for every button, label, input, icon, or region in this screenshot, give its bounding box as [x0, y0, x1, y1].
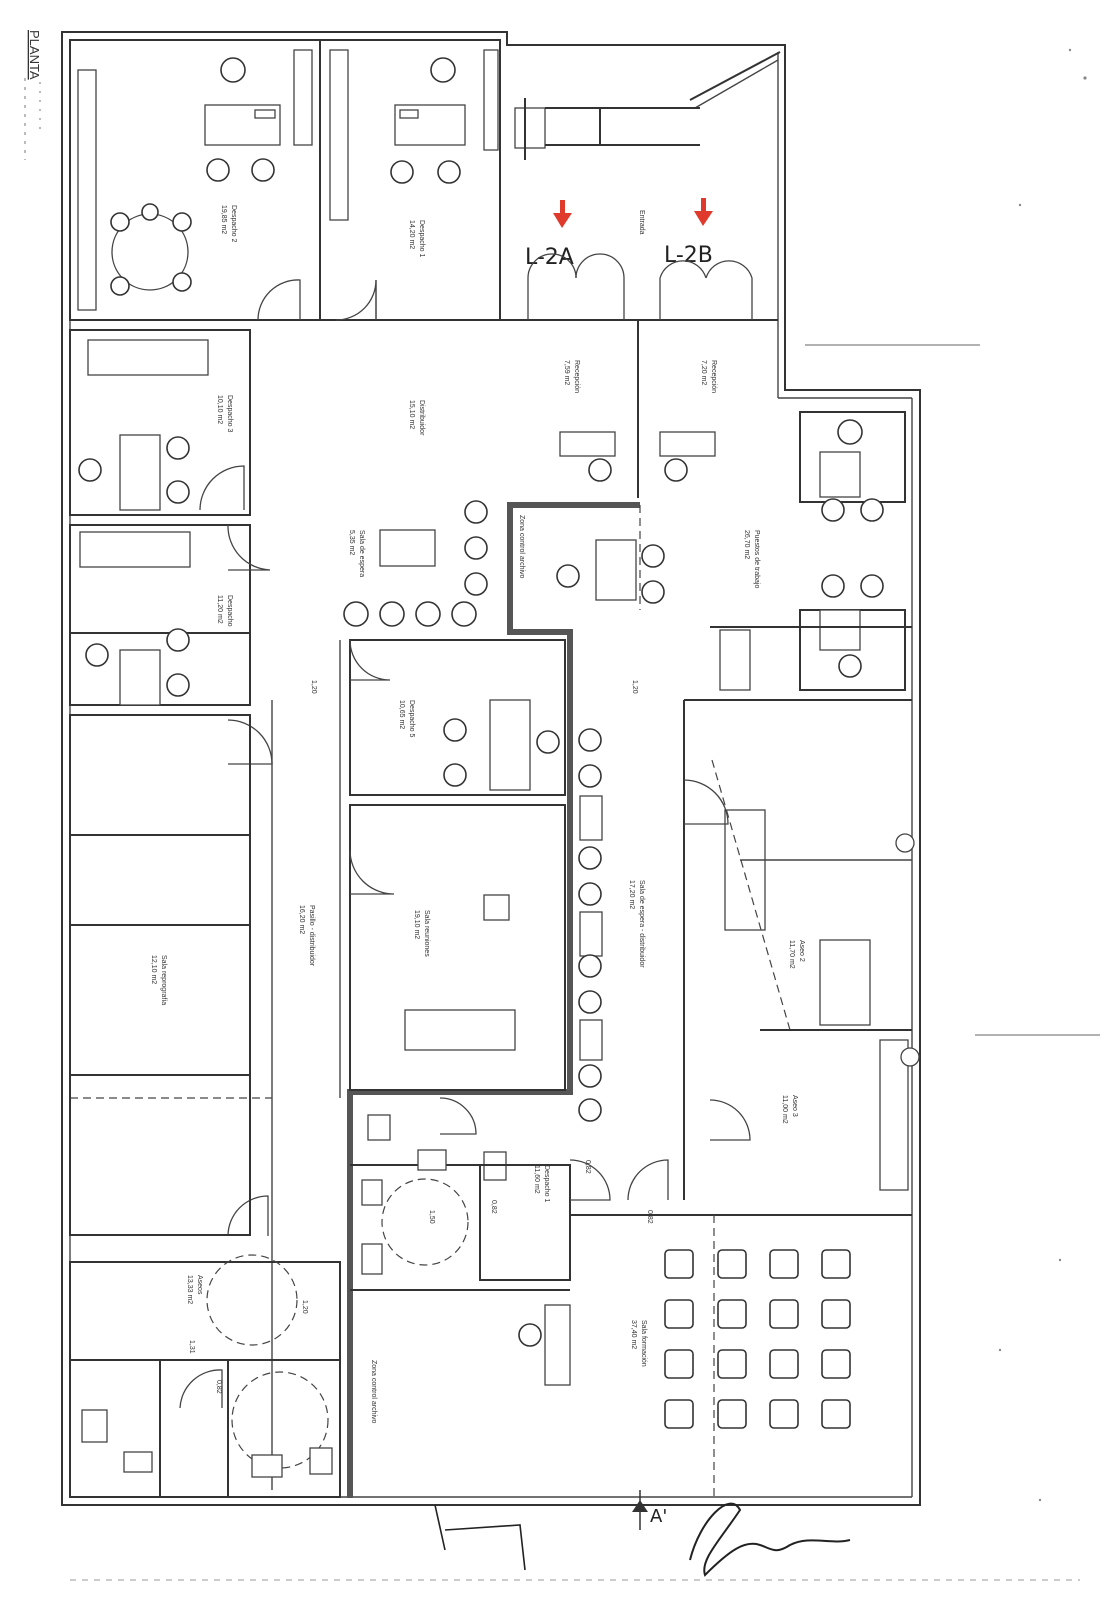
plan-title: PLANTA: [27, 30, 42, 80]
office-despacho-11: [69, 524, 271, 706]
meeting-room: [349, 804, 566, 1091]
marker-l2b: L-2B: [664, 198, 713, 268]
room-label-despacho-5: Despacho 5: [408, 700, 415, 737]
waiting-area-chairs: [343, 500, 488, 627]
room-label-aseo-2: Aseo 2: [798, 940, 805, 962]
marker-l2a: L-2A: [525, 200, 574, 270]
dim-label: 1,31: [188, 1340, 195, 1354]
dim-label: 1,20: [631, 680, 638, 694]
archive-control-bottom: [350, 1289, 571, 1386]
signature: [434, 1502, 851, 1577]
room-area-despacho-3: 10,10 m2: [216, 395, 223, 424]
entrance: [514, 98, 700, 160]
marker-l2a-label: L-2A: [525, 245, 574, 270]
title-margin-ticks: [24, 78, 41, 160]
room-area-reuniones: 19,10 m2: [413, 910, 420, 939]
room-label-formacion: Sala formación: [640, 1320, 647, 1367]
room-area-aseo-3: 11,00 m2: [781, 1095, 788, 1124]
room-area-aseo-2: 11,70 m2: [788, 940, 795, 969]
dim-label: 1,20: [310, 680, 317, 694]
room-label-despacho-1: Despacho 1: [418, 220, 425, 257]
room-label-despacho: Despacho: [226, 595, 233, 627]
room-label-espera-dist: Sala de espera - distribuidor: [638, 880, 645, 968]
reception-doors: [500, 253, 778, 498]
room-label-reprografia: Sala reprografía: [160, 955, 167, 1005]
waiting-distributor-chairs: [578, 728, 603, 1122]
room-area-puestos: 26,70 m2: [743, 530, 750, 559]
scan-artifacts: [70, 48, 1100, 1581]
room-label-recepcion-b: Recepción: [710, 360, 717, 393]
office-despacho-3: [69, 329, 251, 516]
room-area-recepcion-a: 7,59 m2: [563, 360, 570, 385]
dim-label: 0,82: [490, 1200, 497, 1214]
room-label-despacho-small: Despacho 1: [543, 1165, 550, 1202]
office-despacho-1: [319, 39, 501, 321]
doors-top-offices: [257, 279, 377, 321]
corridor: [70, 640, 341, 1490]
bottom-left-aseos: [69, 1254, 341, 1498]
office-despacho-2: [69, 39, 321, 321]
section-mark-label: A': [650, 1506, 667, 1527]
room-area-despacho-2: 19,85 m2: [220, 205, 227, 234]
room-label-distribuidor: Distribuidor: [418, 400, 425, 436]
training-seats: [664, 1249, 851, 1429]
room-label-puestos: Puestos de trabajo: [753, 530, 760, 588]
room-label-entrada: Entrada: [638, 210, 645, 235]
section-mark: A': [632, 1490, 667, 1530]
dim-label: 0,82: [646, 1210, 653, 1224]
room-area-espera-dist: 17,20 m2: [628, 880, 635, 909]
office-despacho-5: [349, 639, 566, 796]
room-area-recepcion-b: 7,20 m2: [700, 360, 707, 385]
room-label-despacho-2: Despacho 2: [230, 205, 237, 242]
room-label-aseos: Aseos: [196, 1275, 203, 1295]
room-label-zona-control-2: Zona control archivo: [370, 1360, 377, 1424]
dim-label: 0,82: [215, 1380, 222, 1394]
room-area-pasillo: 16,20 m2: [298, 905, 305, 934]
room-area-despacho-small: 11,60 m2: [533, 1165, 540, 1194]
room-area-sala-espera: 5,35 m2: [348, 530, 355, 555]
dim-label: 0,82: [584, 1160, 591, 1174]
room-area-distribuidor: 15,10 m2: [408, 400, 415, 429]
room-area-despacho: 11,20 m2: [216, 595, 223, 624]
room-label-pasillo: Pasillo - distribuidor: [308, 905, 315, 967]
workstations: [710, 411, 912, 691]
room-area-formacion: 37,40 m2: [630, 1320, 637, 1349]
room-label-recepcion-a: Recepción: [573, 360, 580, 393]
room-label-sala-espera: Sala de espera: [358, 530, 365, 577]
room-area-despacho-1: 14,20 m2: [408, 220, 415, 249]
room-area-despacho-5: 10,65 m2: [398, 700, 405, 729]
dim-label: 1,50: [428, 1210, 435, 1224]
training-room: [570, 1214, 912, 1497]
center-toilets: [350, 1097, 669, 1281]
room-label-zona-control: Zona control archivo: [518, 515, 525, 579]
room-area-reprografia: 12,10 m2: [150, 955, 157, 984]
reprography-room: [69, 714, 251, 1236]
reception-desks: [559, 431, 716, 482]
room-label-aseo-3: Aseo 3: [791, 1095, 798, 1117]
room-label-despacho-3: Despacho 3: [226, 395, 233, 432]
room-label-reuniones: Sala reuniones: [423, 910, 430, 957]
dim-label: 1,20: [301, 1300, 308, 1314]
archive-control-zone: [347, 502, 665, 1498]
room-area-aseos: 13,33 m2: [186, 1275, 193, 1304]
right-service-block: [683, 699, 920, 1200]
